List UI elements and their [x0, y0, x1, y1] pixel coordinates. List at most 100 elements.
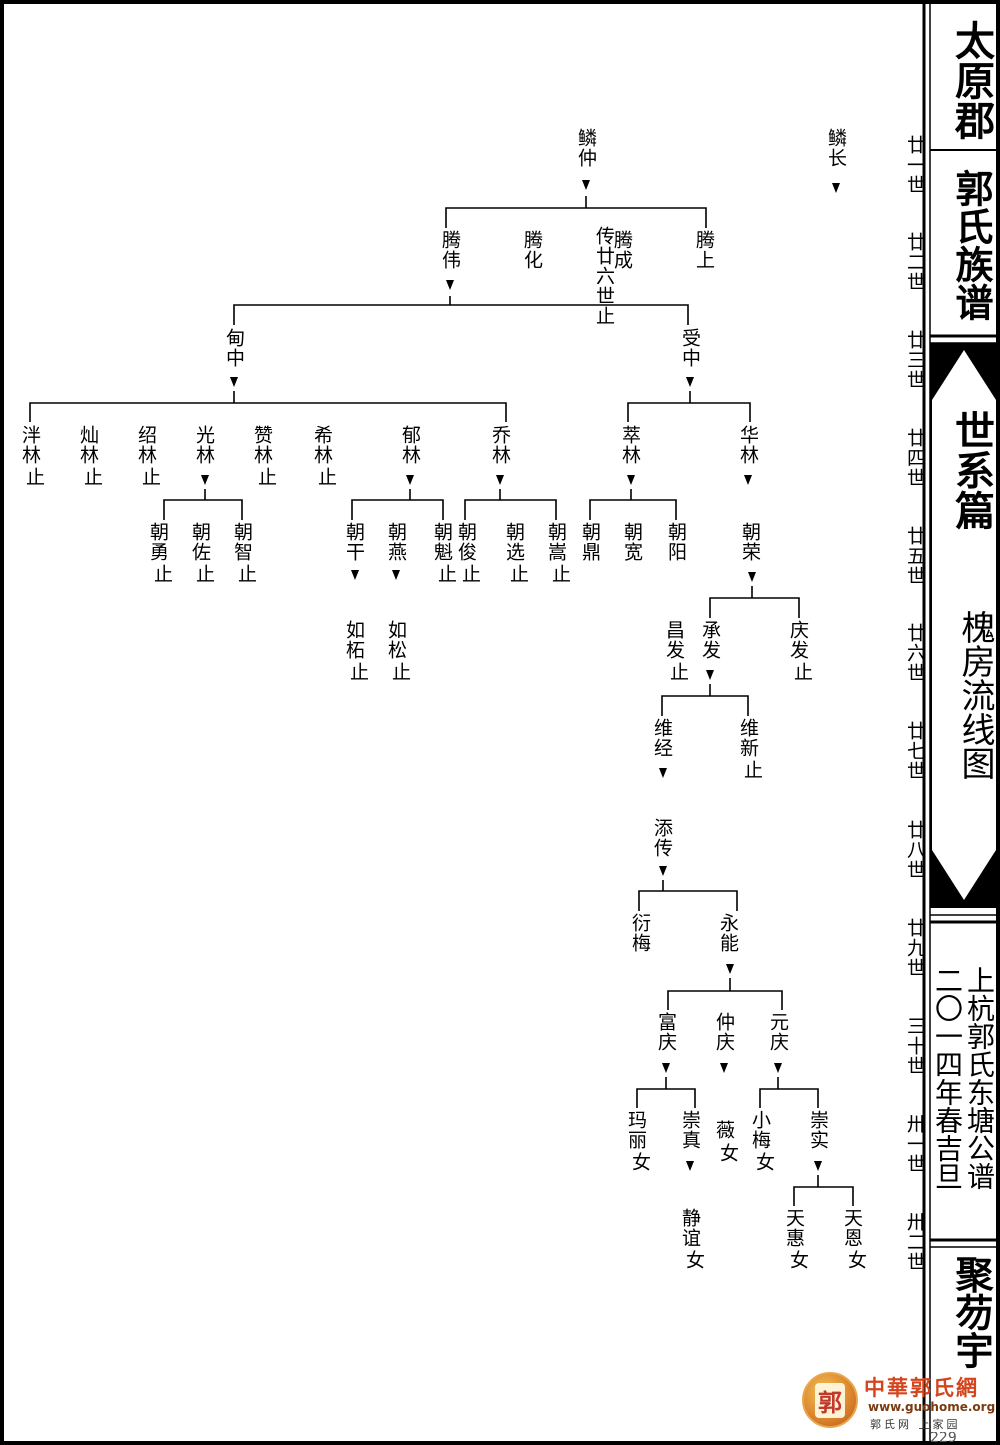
person-chaogan: 朝干: [343, 522, 365, 562]
stop-marker: 止: [255, 467, 277, 487]
generation-label: 廿七世: [904, 721, 926, 781]
stop-marker: 止: [459, 564, 481, 584]
person-jingyi: 静谊: [679, 1208, 701, 1248]
person-chaoyang: 朝阳: [665, 522, 687, 562]
site-name: 中華郭氏網: [864, 1375, 979, 1400]
diagram-title: 槐房流线图: [955, 610, 995, 780]
stop-marker: 止: [741, 760, 763, 780]
person-chongzhen: 崇真: [679, 1110, 701, 1150]
person-tianen: 天恩: [841, 1208, 863, 1248]
stop-marker: 止: [23, 467, 45, 487]
person-qiaolin: 乔林: [489, 425, 511, 465]
person-chaozhi: 朝智: [231, 522, 253, 562]
person-zhongqing: 仲庆: [713, 1012, 735, 1052]
person-chaosong: 朝嵩: [545, 522, 567, 562]
stop-marker: 止: [347, 662, 369, 682]
person-cuilin: 萃林: [619, 425, 641, 465]
stop-marker: 止: [235, 564, 257, 584]
generation-label: 廿三世: [904, 330, 926, 390]
person-weijing: 维经: [651, 718, 673, 758]
person-chaozuo: 朝佐: [189, 522, 211, 562]
stop-marker: 止: [791, 662, 813, 682]
person-chongshi: 崇实: [807, 1110, 829, 1150]
stop-marker: 止: [81, 467, 103, 487]
logo-icon: 郭: [802, 1372, 858, 1428]
person-chaoyong: 朝勇: [147, 522, 169, 562]
main-title: 太原郡: [948, 19, 995, 140]
female-marker: 女: [683, 1250, 705, 1270]
person-tengshang: 腾上: [693, 230, 715, 270]
source-line-2: 二〇一四年春吉旦: [931, 966, 964, 1190]
generation-label: 廿一世: [904, 135, 926, 195]
sidebar-bottom-title: 聚芴宇: [949, 1255, 994, 1369]
person-tenghua: 腾化: [521, 230, 543, 270]
female-marker: 女: [753, 1152, 775, 1172]
female-marker: 女: [787, 1250, 809, 1270]
person-chaorong: 朝荣: [739, 522, 761, 562]
female-marker: 女: [629, 1152, 651, 1172]
person-yuanqing: 元庆: [767, 1012, 789, 1052]
person-chengfa: 承发: [699, 620, 721, 660]
generation-label: 三十世: [904, 1016, 926, 1076]
logo-char: 郭: [815, 1382, 845, 1418]
person-guanglin: 光林: [193, 425, 215, 465]
generation-label: 廿五世: [904, 526, 926, 586]
page-number: 229: [930, 1432, 957, 1444]
site-slogan: 郭氏网 上家园: [870, 1418, 961, 1431]
stop-marker: 止: [151, 564, 173, 584]
stop-marker: 止: [315, 467, 337, 487]
person-panlin: 泮林: [19, 425, 41, 465]
generation-label: 廿二世: [904, 232, 926, 292]
person-mali: 玛丽: [625, 1110, 647, 1150]
person-dianzhong: 甸中: [223, 328, 245, 368]
person-xiaomei: 小梅: [749, 1110, 771, 1150]
stop-marker: 止: [667, 662, 689, 682]
person-chaoding: 朝鼎: [579, 522, 601, 562]
person-chaoxuan: 朝选: [503, 522, 525, 562]
person-weixin: 维新: [737, 718, 759, 758]
female-marker: 女: [845, 1250, 867, 1270]
person-chaokui: 朝魁: [431, 522, 453, 562]
person-tengcheng: 腾成: [611, 230, 633, 270]
person-yongneng: 永能: [717, 913, 739, 953]
site-url: www.guohome.org: [868, 1400, 996, 1414]
person-fuqing: 富庆: [655, 1012, 677, 1052]
person-shaolin: 绍林: [135, 425, 157, 465]
person-shouzhong: 受中: [679, 328, 701, 368]
person-tianhui: 天惠: [783, 1208, 805, 1248]
female-marker: 女: [717, 1143, 739, 1163]
generation-label: 廿四世: [904, 428, 926, 488]
person-tengwei: 腾伟: [439, 230, 461, 270]
person-chaojun: 朝俊: [455, 522, 477, 562]
note-tengcheng: 传廿六世止: [593, 226, 615, 326]
person-linzhang: 鳞长: [825, 128, 847, 168]
generation-label: 卅二世: [904, 1212, 926, 1272]
generation-label: 廿九世: [904, 918, 926, 978]
section-title: 世系篇: [948, 410, 995, 530]
person-qingfa: 庆发: [787, 620, 809, 660]
person-changfa: 昌发: [663, 620, 685, 660]
watermark[interactable]: 郭 中華郭氏網 www.guohome.org 郭氏网 上家园: [798, 1368, 995, 1438]
stop-marker: 止: [549, 564, 571, 584]
generation-label: 廿六世: [904, 623, 926, 683]
person-wei: 薇: [713, 1120, 735, 1140]
person-yanmei: 衍梅: [629, 913, 651, 953]
stop-marker: 止: [139, 467, 161, 487]
person-tianchuan: 添传: [651, 818, 673, 858]
person-zanlin: 赞林: [251, 425, 273, 465]
person-hualin: 华林: [737, 425, 759, 465]
person-ruzhe: 如柘: [343, 620, 365, 660]
stop-marker: 止: [389, 662, 411, 682]
stop-marker: 止: [507, 564, 529, 584]
source-line-1: 上杭郭氏东塘公谱: [963, 966, 996, 1190]
generation-label: 廿八世: [904, 820, 926, 880]
person-yulin: 郁林: [399, 425, 421, 465]
person-chaokuan: 朝宽: [621, 522, 643, 562]
stop-marker: 止: [435, 564, 457, 584]
subtitle: 郭氏族谱: [949, 169, 994, 321]
person-xianlin: 灿林: [77, 425, 99, 465]
person-linzhong: 鳞仲: [575, 128, 597, 168]
person-xilin: 希林: [311, 425, 333, 465]
